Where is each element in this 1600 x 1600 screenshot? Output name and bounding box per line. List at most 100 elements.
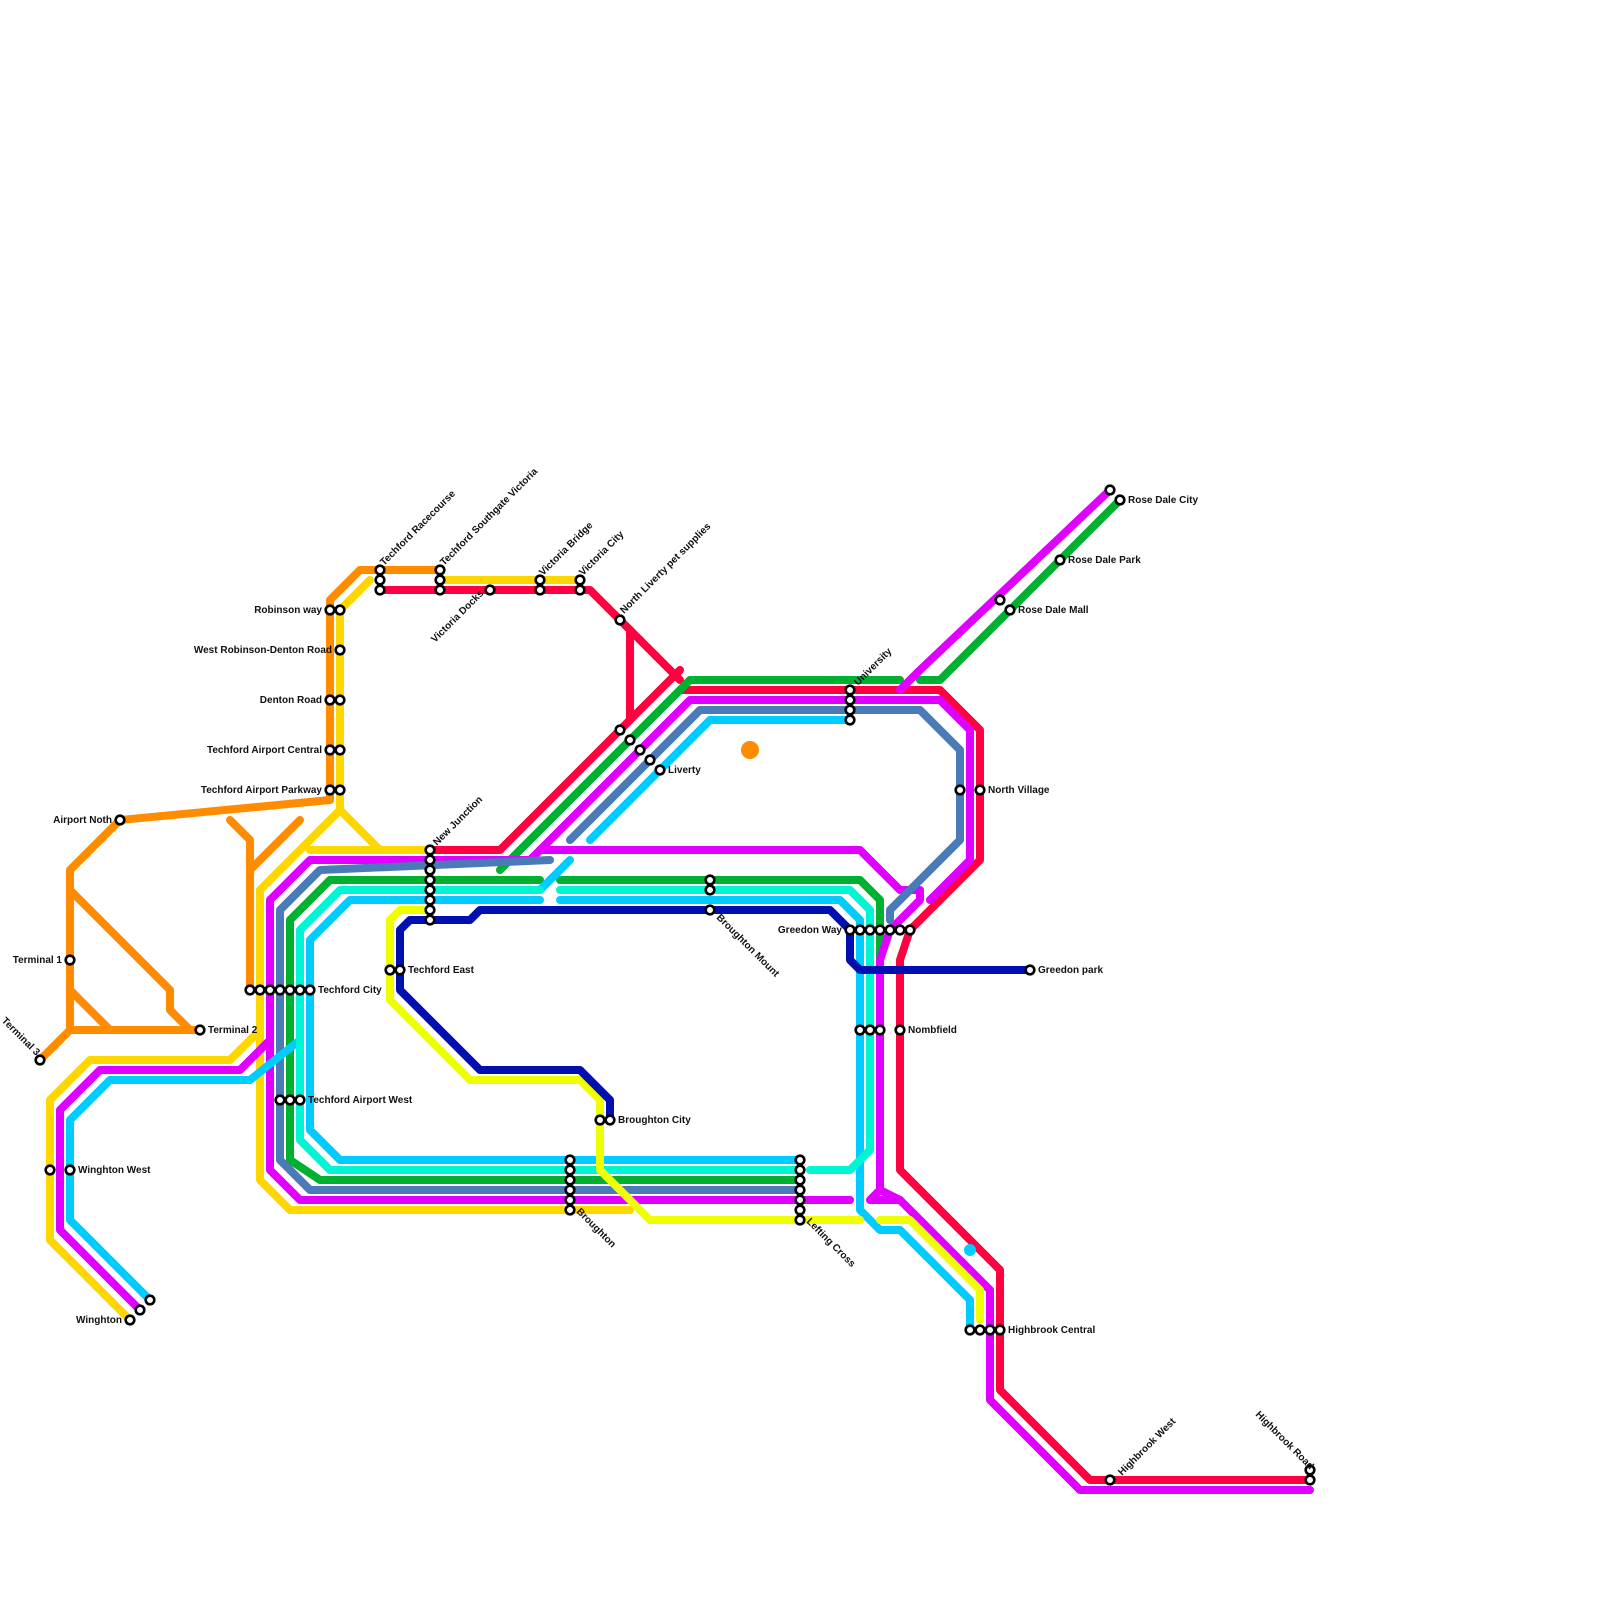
station-marker[interactable]: [284, 984, 296, 996]
label-techford-east[interactable]: Techford East: [408, 965, 475, 976]
station-marker[interactable]: [794, 1164, 806, 1176]
station-marker[interactable]: [704, 904, 716, 916]
station-marker[interactable]: [394, 964, 406, 976]
station-marker[interactable]: [624, 734, 636, 746]
label-north-liverty[interactable]: North Liverty pet supplies: [618, 521, 713, 616]
station-marker[interactable]: [564, 1164, 576, 1176]
station-marker[interactable]: [374, 564, 386, 576]
station-marker[interactable]: [614, 724, 626, 736]
station-marker[interactable]: [704, 874, 716, 886]
station-marker[interactable]: [424, 854, 436, 866]
station-marker[interactable]: [794, 1204, 806, 1216]
station-marker[interactable]: [194, 1024, 206, 1036]
station-marker[interactable]: [254, 984, 266, 996]
station-marker[interactable]: [594, 1114, 606, 1126]
station-marker[interactable]: [574, 574, 586, 586]
station-marker[interactable]: [384, 964, 396, 976]
station-marker[interactable]: [564, 1154, 576, 1166]
label-greedon-park[interactable]: Greedon park: [1038, 965, 1103, 976]
station-marker[interactable]: [964, 1324, 976, 1336]
station-marker[interactable]: [1304, 1474, 1316, 1486]
station-marker[interactable]: [844, 694, 856, 706]
label-airport-noth[interactable]: Airport Noth: [53, 815, 112, 826]
station-marker[interactable]: [134, 1304, 146, 1316]
station-marker[interactable]: [844, 704, 856, 716]
station-marker[interactable]: [794, 1194, 806, 1206]
station-marker[interactable]: [614, 614, 626, 626]
station-marker[interactable]: [114, 814, 126, 826]
station-marker[interactable]: [264, 984, 276, 996]
station-marker[interactable]: [64, 1164, 76, 1176]
station-marker[interactable]: [984, 1324, 996, 1336]
station-marker[interactable]: [904, 924, 916, 936]
label-highbrook-west[interactable]: Highbrook West: [1116, 1416, 1178, 1478]
station-marker[interactable]: [284, 1094, 296, 1106]
station-marker[interactable]: [864, 1024, 876, 1036]
station-marker[interactable]: [434, 564, 446, 576]
station-marker[interactable]: [1104, 484, 1116, 496]
station-marker[interactable]: [1104, 1474, 1116, 1486]
station-marker[interactable]: [334, 604, 346, 616]
station-marker[interactable]: [534, 584, 546, 596]
label-nombfield[interactable]: Nombfield: [908, 1025, 957, 1036]
station-marker[interactable]: [1024, 964, 1036, 976]
station-marker[interactable]: [274, 1094, 286, 1106]
station-marker[interactable]: [64, 954, 76, 966]
station-marker[interactable]: [324, 604, 336, 616]
station-marker[interactable]: [994, 594, 1006, 606]
label-terminal-2[interactable]: Terminal 2: [208, 1025, 258, 1036]
station-marker[interactable]: [34, 1054, 46, 1066]
station-marker[interactable]: [1114, 494, 1126, 506]
station-marker[interactable]: [304, 984, 316, 996]
station-marker[interactable]: [884, 924, 896, 936]
label-techford-airport-central[interactable]: Techford Airport Central: [207, 745, 322, 756]
label-west-robinson-denton[interactable]: West Robinson-Denton Road: [194, 645, 332, 656]
station-marker[interactable]: [844, 714, 856, 726]
station-marker[interactable]: [334, 744, 346, 756]
station-marker[interactable]: [1054, 554, 1066, 566]
label-new-junction[interactable]: New Junction: [431, 794, 485, 848]
station-marker[interactable]: [894, 924, 906, 936]
station-marker[interactable]: [974, 784, 986, 796]
station-marker[interactable]: [324, 694, 336, 706]
station-marker[interactable]: [794, 1174, 806, 1186]
station-marker[interactable]: [294, 1094, 306, 1106]
station-marker[interactable]: [854, 1024, 866, 1036]
label-robinson-way[interactable]: Robinson way: [254, 605, 322, 616]
station-marker[interactable]: [1004, 604, 1016, 616]
station-marker[interactable]: [424, 884, 436, 896]
label-victoria-docks[interactable]: Victoria Docks: [429, 588, 486, 645]
station-marker[interactable]: [634, 744, 646, 756]
station-marker[interactable]: [424, 914, 436, 926]
station-marker[interactable]: [434, 584, 446, 596]
station-marker[interactable]: [874, 1024, 886, 1036]
station-marker[interactable]: [484, 584, 496, 596]
station-marker[interactable]: [274, 984, 286, 996]
label-rose-dale-mall[interactable]: Rose Dale Mall: [1018, 605, 1089, 616]
station-marker[interactable]: [954, 784, 966, 796]
station-marker[interactable]: [704, 884, 716, 896]
station-marker[interactable]: [374, 574, 386, 586]
label-wnghton-west[interactable]: Winghton West: [78, 1165, 151, 1176]
station-marker[interactable]: [334, 644, 346, 656]
station-marker[interactable]: [864, 924, 876, 936]
station-marker[interactable]: [324, 744, 336, 756]
station-marker[interactable]: [424, 904, 436, 916]
station-marker[interactable]: [374, 584, 386, 596]
station-marker[interactable]: [654, 764, 666, 776]
station-marker[interactable]: [144, 1294, 156, 1306]
station-marker[interactable]: [604, 1114, 616, 1126]
label-greedon-way[interactable]: Greedon Way: [778, 925, 843, 936]
label-denton-road[interactable]: Denton Road: [260, 695, 322, 706]
station-marker[interactable]: [334, 784, 346, 796]
station-marker[interactable]: [994, 1324, 1006, 1336]
station-marker[interactable]: [424, 894, 436, 906]
station-marker[interactable]: [644, 754, 656, 766]
station-marker[interactable]: [424, 874, 436, 886]
label-broughton-city[interactable]: Broughton City: [618, 1115, 691, 1126]
label-north-village[interactable]: North Village: [988, 785, 1050, 796]
label-rose-dale-park[interactable]: Rose Dale Park: [1068, 555, 1141, 566]
label-highbrook-road[interactable]: Highbrook Road: [1253, 1409, 1316, 1472]
station-marker[interactable]: [844, 924, 856, 936]
station-marker[interactable]: [574, 584, 586, 596]
